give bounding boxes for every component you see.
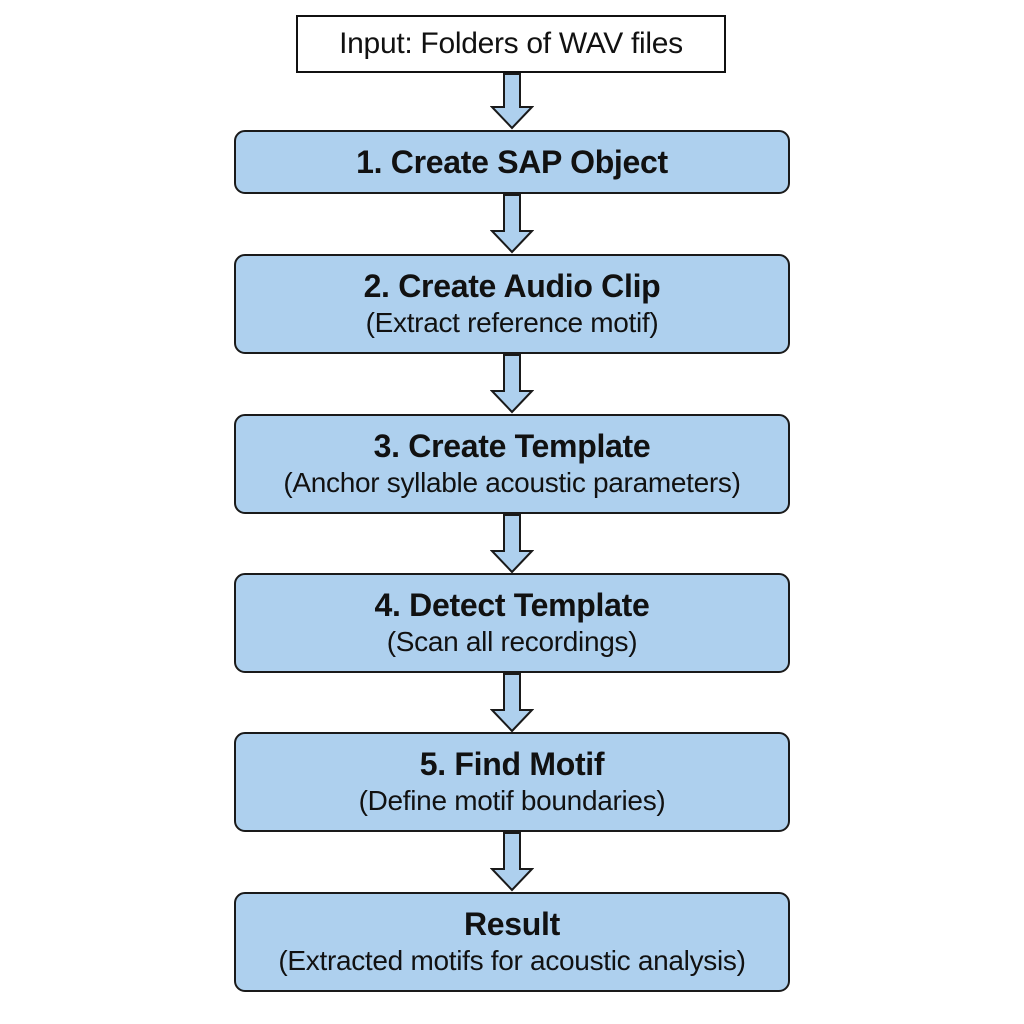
down-arrow-icon: [490, 354, 534, 414]
step-create-audio-clip: 2. Create Audio Clip (Extract reference …: [234, 254, 790, 354]
step-title: 1. Create SAP Object: [356, 144, 668, 180]
step-title: Result: [464, 906, 560, 942]
step-create-sap-object: 1. Create SAP Object: [234, 130, 790, 194]
step-title: 3. Create Template: [373, 428, 651, 464]
down-arrow-icon: [490, 73, 534, 130]
step-title: 4. Detect Template: [374, 587, 650, 623]
input-box: Input: Folders of WAV files: [296, 15, 726, 73]
step-subtitle: (Define motif boundaries): [358, 785, 666, 816]
down-arrow-icon: [490, 194, 534, 254]
down-arrow-icon: [490, 832, 534, 892]
step-title: 5. Find Motif: [419, 746, 605, 782]
step-detect-template: 4. Detect Template (Scan all recordings): [234, 573, 790, 673]
step-find-motif: 5. Find Motif (Define motif boundaries): [234, 732, 790, 832]
input-label: Input: Folders of WAV files: [339, 27, 683, 60]
step-title: 2. Create Audio Clip: [363, 268, 661, 304]
step-subtitle: (Extract reference motif): [365, 307, 659, 338]
step-subtitle: (Scan all recordings): [386, 626, 638, 657]
step-subtitle: (Extracted motifs for acoustic analysis): [278, 945, 746, 976]
step-result: Result (Extracted motifs for acoustic an…: [234, 892, 790, 992]
step-create-template: 3. Create Template (Anchor syllable acou…: [234, 414, 790, 514]
step-subtitle: (Anchor syllable acoustic parameters): [283, 467, 741, 498]
down-arrow-icon: [490, 514, 534, 574]
down-arrow-icon: [490, 673, 534, 733]
